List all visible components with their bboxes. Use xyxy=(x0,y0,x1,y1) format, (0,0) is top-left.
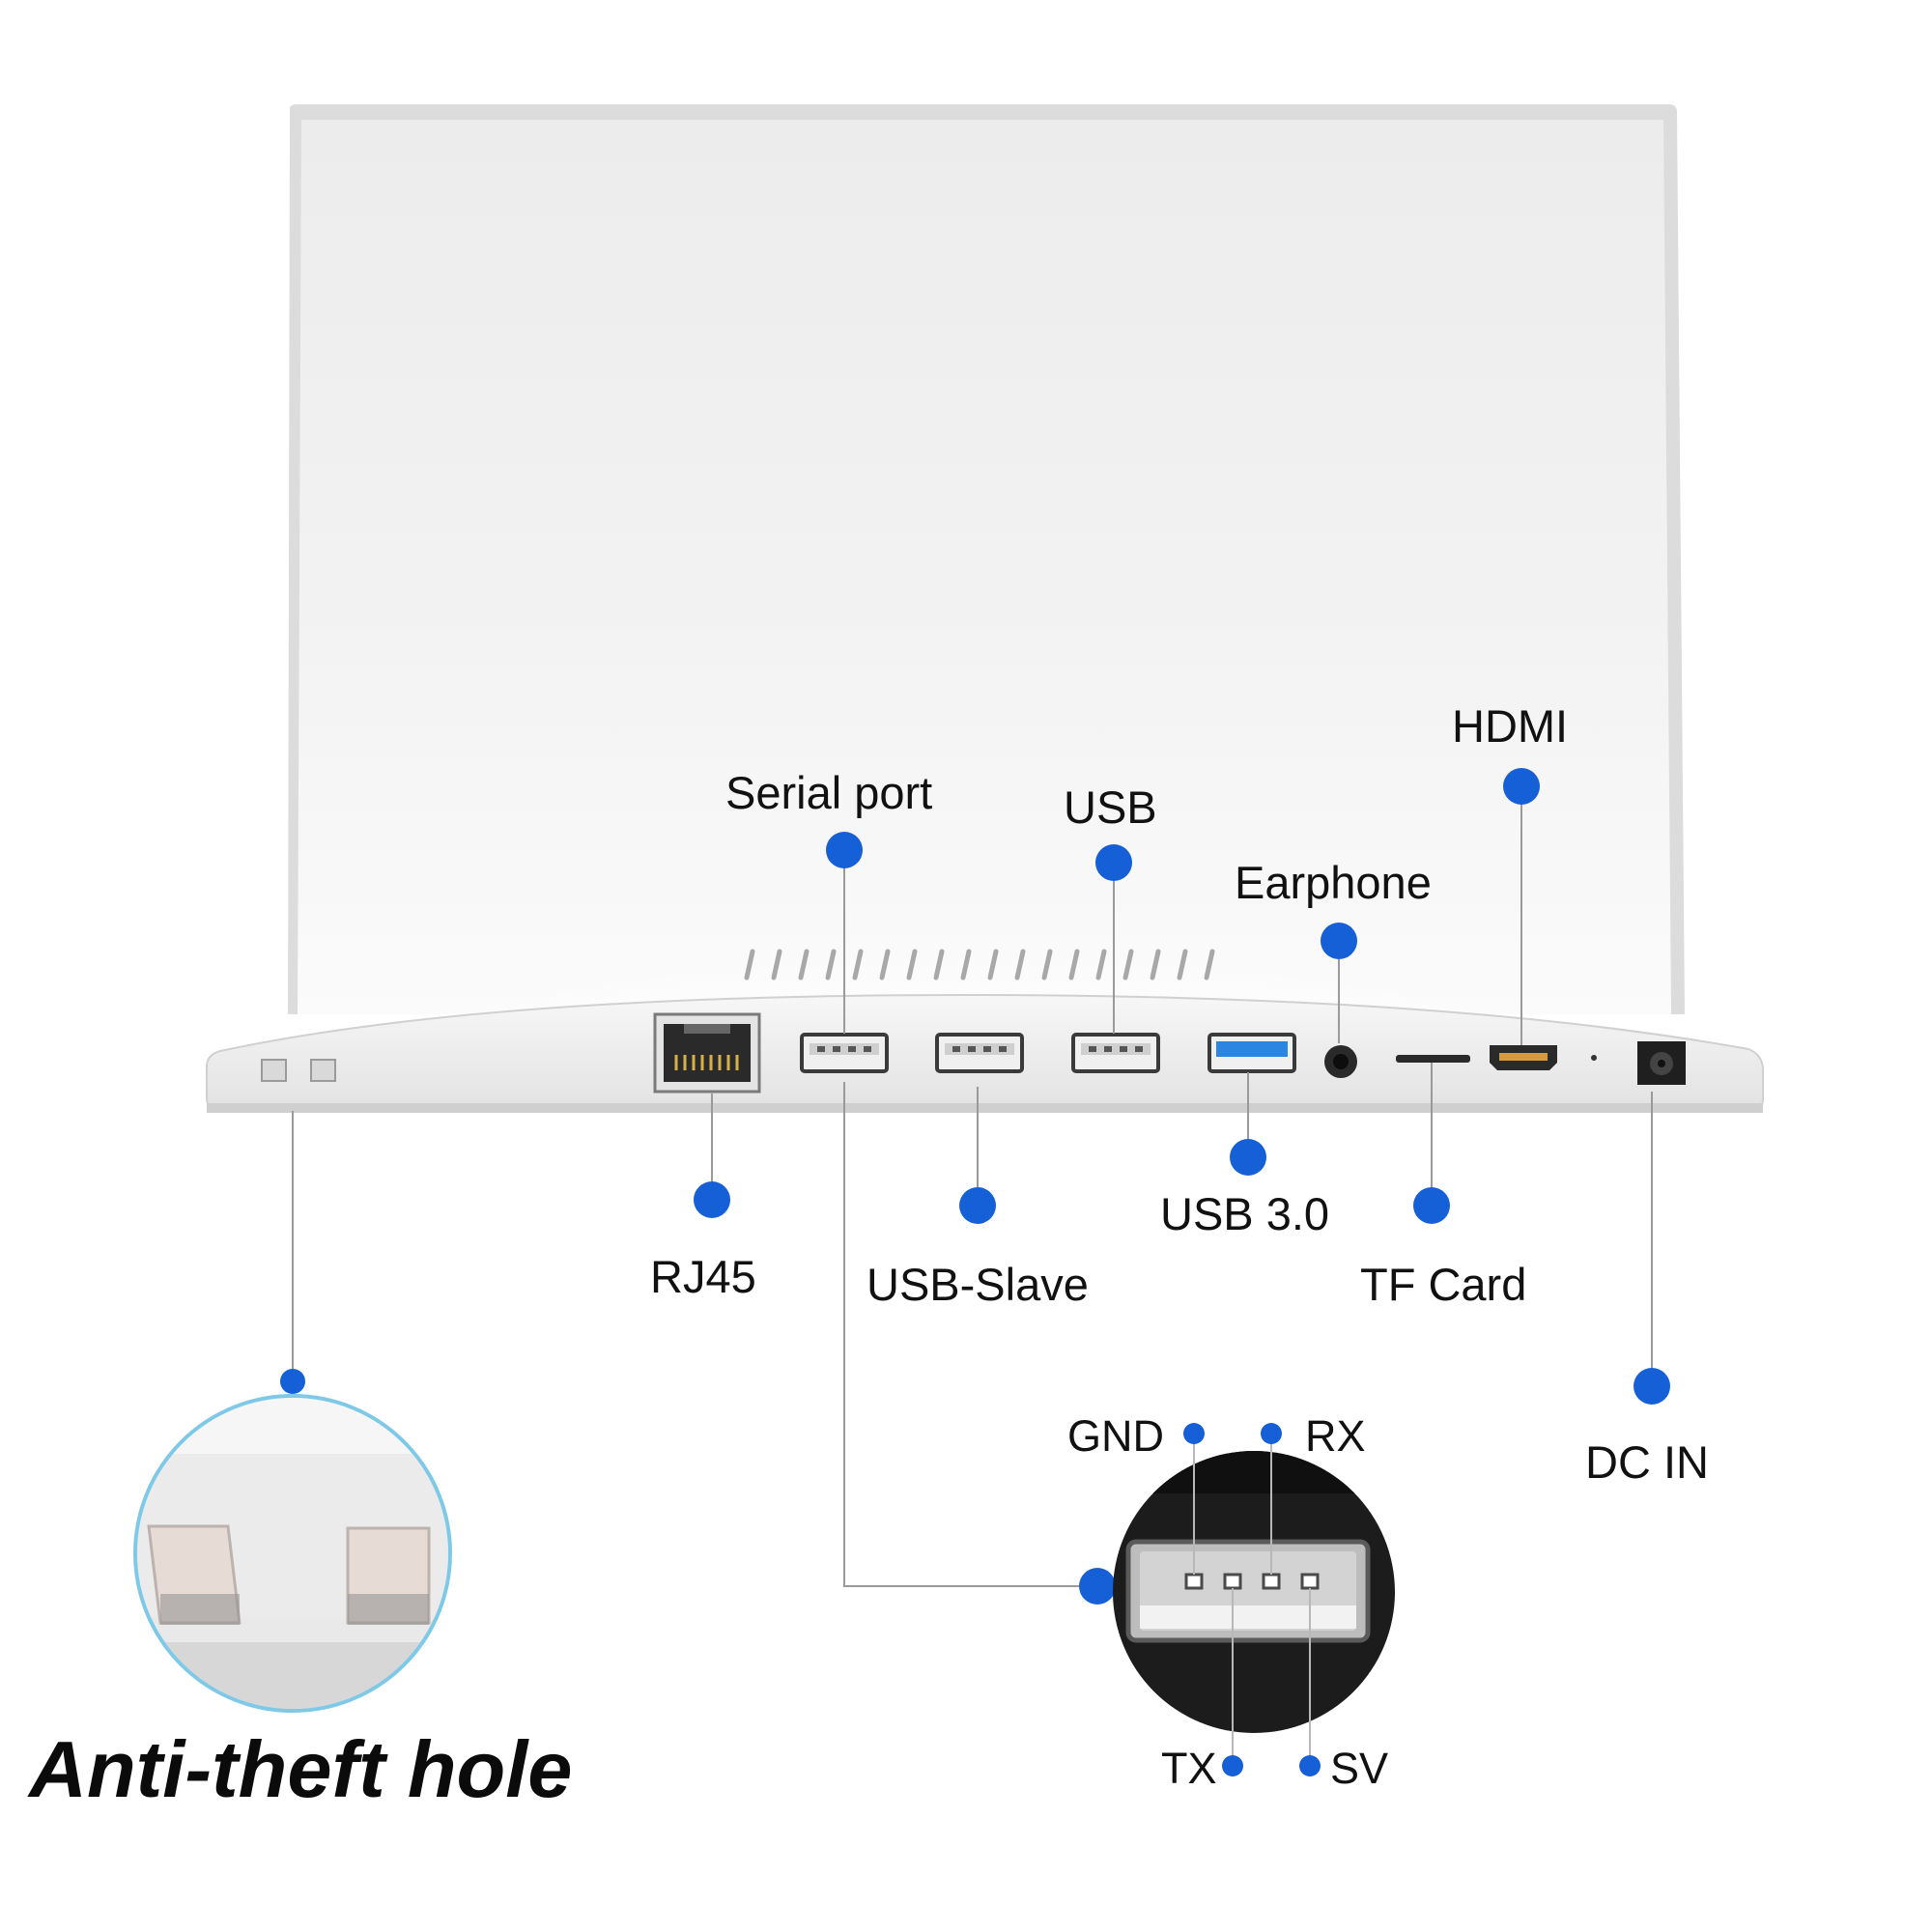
label-usb3: USB 3.0 xyxy=(1160,1188,1330,1239)
indicator-led xyxy=(1591,1055,1597,1061)
label-rj45: RJ45 xyxy=(650,1251,756,1302)
device-screen xyxy=(288,104,1685,1150)
anti-theft-holes xyxy=(261,1059,336,1082)
label-serial-port: Serial port xyxy=(725,767,933,818)
vent-slots xyxy=(744,949,1215,980)
usb-port-icon xyxy=(935,1033,1024,1073)
label-tf-card: TF Card xyxy=(1360,1259,1527,1310)
label-usb: USB xyxy=(1064,781,1157,833)
leader-lines xyxy=(292,786,1653,1587)
label-usb-slave: USB-Slave xyxy=(867,1259,1089,1310)
earphone-jack-icon xyxy=(1324,1045,1357,1078)
tf-card-slot-icon xyxy=(1396,1055,1470,1063)
label-tx: TX xyxy=(1161,1744,1217,1793)
usb-port-icon xyxy=(800,1033,889,1073)
anti-theft-zoom xyxy=(133,1394,452,1713)
label-rx: RX xyxy=(1305,1411,1366,1461)
hdmi-port-icon xyxy=(1490,1045,1557,1070)
rj45-port-icon xyxy=(653,1012,761,1094)
label-sv: SV xyxy=(1330,1744,1389,1793)
label-earphone: Earphone xyxy=(1235,857,1432,908)
dc-in-jack-icon xyxy=(1637,1041,1686,1085)
usb3-port-icon xyxy=(1208,1033,1296,1073)
label-anti-theft-hole: Anti-theft hole xyxy=(29,1724,573,1814)
callout-dots xyxy=(280,768,1670,1605)
label-hdmi: HDMI xyxy=(1452,700,1569,752)
label-dc-in: DC IN xyxy=(1585,1436,1709,1488)
serial-pin-zoom xyxy=(1113,1423,1395,1776)
label-gnd: GND xyxy=(1067,1411,1164,1461)
usb-port-icon xyxy=(1071,1033,1160,1073)
